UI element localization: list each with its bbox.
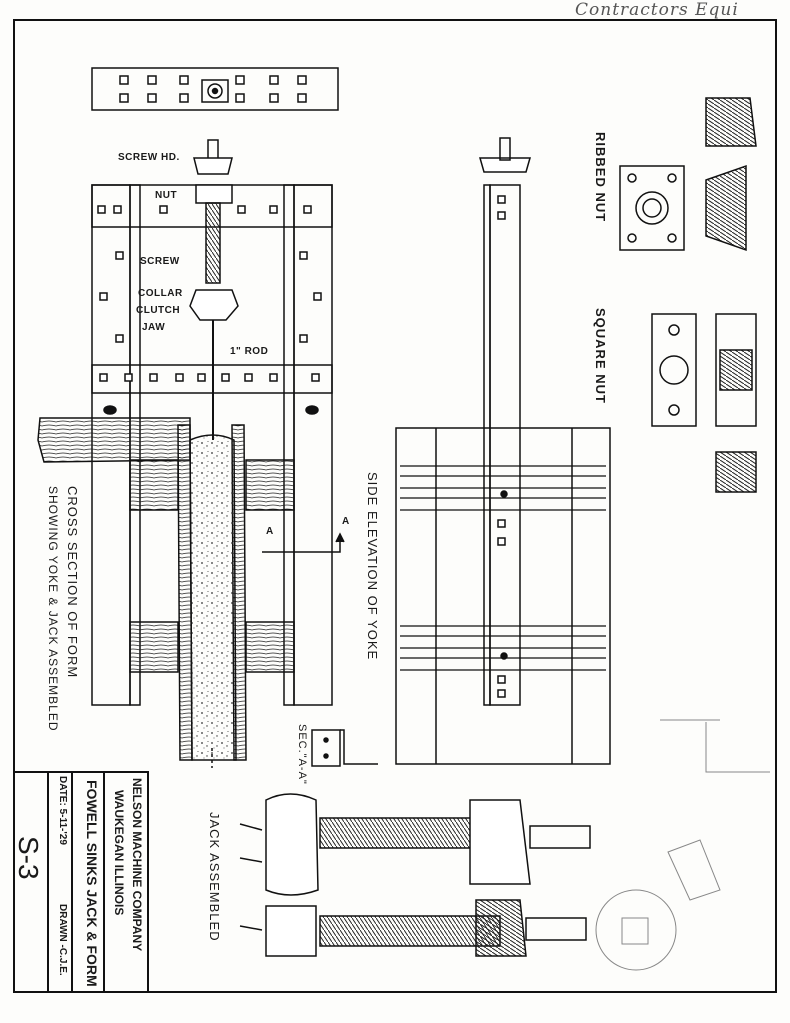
jack-assembled-title: JACK ASSEMBLED xyxy=(207,812,222,942)
label-jaw: JAW xyxy=(142,322,166,333)
cross-section-title: CROSS SECTION OF FORM xyxy=(65,486,80,679)
label-nut: NUT xyxy=(155,190,178,201)
jack-assembled-view xyxy=(239,793,591,957)
label-section-a-lower: A xyxy=(266,526,274,537)
label-rod: 1" ROD xyxy=(230,346,269,357)
label-collar: COLLAR xyxy=(138,288,183,299)
ribbed-nut-title: RIBBED NUT xyxy=(593,132,608,223)
title-block-city: WAUKEGAN ILLINOIS xyxy=(112,790,126,916)
pencil-sketch xyxy=(595,719,770,971)
cross-section-subtitle: SHOWING YOKE & JACK ASSEMBLED xyxy=(46,486,60,732)
nut-details xyxy=(619,97,757,493)
title-block-sheet-number: S-3 xyxy=(13,836,44,880)
title-block-drawn: DRAWN -C.J.E. xyxy=(57,904,68,976)
section-aa-detail xyxy=(311,729,378,767)
label-section-a-upper: A xyxy=(342,516,350,527)
side-elevation-title: SIDE ELEVATION OF YOKE xyxy=(365,472,380,661)
side-elevation-view xyxy=(395,137,611,765)
handwritten-note: Contractors Equi xyxy=(575,0,739,20)
square-nut-title: SQUARE NUT xyxy=(593,308,608,404)
cross-section-view xyxy=(37,139,345,768)
sec-aa-title: SEC."A-A" xyxy=(296,724,308,785)
label-clutch: CLUTCH xyxy=(136,305,181,316)
title-block-date: DATE: 5-11-'29 xyxy=(57,776,68,845)
yoke-plan-view xyxy=(91,67,339,111)
title-block xyxy=(13,771,149,993)
sheet-border xyxy=(13,19,777,993)
title-block-company: NELSON MACHINE COMPANY xyxy=(130,778,144,952)
label-screw: SCREW xyxy=(140,256,180,267)
title-block-title: FOWELL SINKS JACK & FORM xyxy=(84,780,100,987)
label-screw-head: SCREW HD. xyxy=(118,152,180,163)
